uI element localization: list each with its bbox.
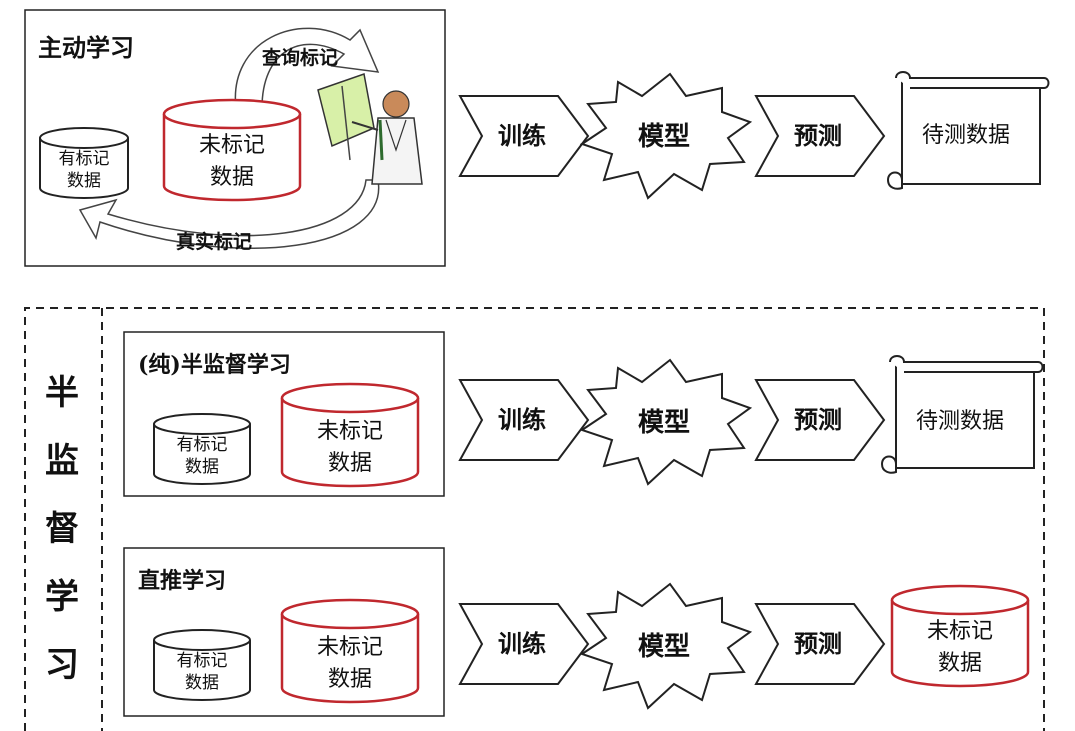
active-unlabeled-line1: 未标记 (199, 133, 265, 158)
active-labeled-line1: 有标记 (59, 149, 110, 169)
active-target-scroll (886, 71, 1050, 190)
pure-unlabeled-line1: 未标记 (317, 419, 383, 444)
active-unlabeled-cylinder (162, 98, 302, 202)
truth-label: 真实标记 (176, 230, 252, 253)
query-curve-arrow (234, 27, 380, 109)
active-train-label: 训练 (498, 121, 546, 150)
pure-labeled-line1: 有标记 (177, 435, 228, 455)
pure-model-label: 模型 (638, 408, 690, 438)
transductive-target-line1: 未标记 (927, 619, 993, 644)
transductive-unlabeled-cylinder (280, 598, 420, 704)
transductive-unlabeled-line2: 数据 (328, 667, 372, 692)
active-labeled-line2: 数据 (67, 171, 101, 191)
transductive-labeled-cylinder (153, 629, 251, 701)
active-learning-title: 主动学习 (38, 33, 134, 62)
transductive-target-cylinder (890, 584, 1030, 688)
semi-title-char-4: 学 (45, 577, 79, 617)
semi-title-char-2: 监 (45, 441, 79, 481)
active-predict-label: 预测 (794, 121, 842, 150)
pure-target-scroll (880, 355, 1044, 474)
query-label: 查询标记 (261, 46, 338, 69)
pure-train-label: 训练 (498, 405, 546, 434)
transductive-unlabeled-line1: 未标记 (317, 635, 383, 660)
transductive-labeled-line1: 有标记 (177, 651, 228, 671)
semi-title-char-3: 督 (45, 509, 79, 549)
semi-title-char-5: 习 (45, 645, 79, 685)
pure-semi-title: (纯)半监督学习 (138, 352, 291, 378)
pure-unlabeled-line2: 数据 (328, 451, 372, 476)
transductive-target-line2: 数据 (938, 651, 982, 676)
transductive-train-label: 训练 (498, 629, 546, 658)
transductive-model-label: 模型 (638, 632, 690, 662)
transductive-title: 直推学习 (138, 568, 226, 594)
pure-labeled-line2: 数据 (185, 457, 219, 477)
pure-unlabeled-cylinder (280, 382, 420, 488)
active-labeled-cylinder (39, 127, 129, 199)
active-target-label: 待测数据 (922, 123, 1010, 148)
active-unlabeled-line2: 数据 (210, 165, 254, 190)
teacher-oracle-icon (317, 73, 423, 185)
pure-labeled-cylinder (153, 413, 251, 485)
truth-curve-arrow (78, 179, 380, 249)
pure-predict-label: 预测 (794, 405, 842, 434)
transductive-labeled-line2: 数据 (185, 673, 219, 693)
transductive-predict-label: 预测 (794, 629, 842, 658)
semi-title-char-1: 半 (45, 373, 79, 413)
active-model-label: 模型 (638, 122, 690, 152)
pure-target-label: 待测数据 (916, 409, 1004, 434)
semi-supervised-outer-dashed-frame (24, 307, 1045, 731)
